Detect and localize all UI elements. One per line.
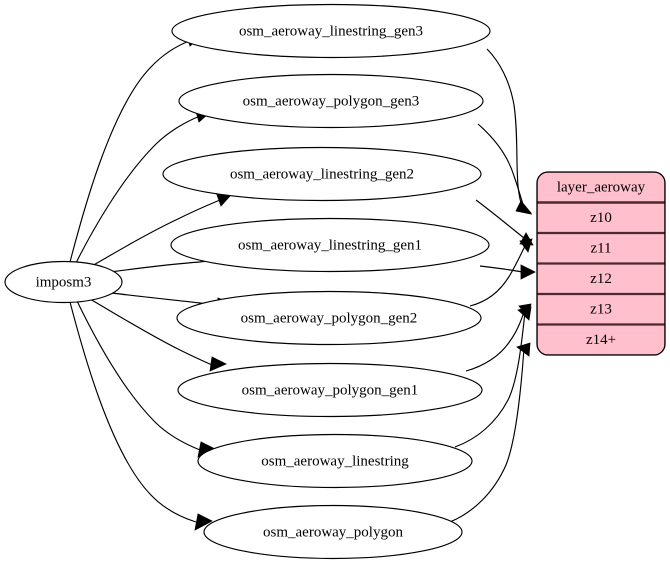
node-layer-aeroway[interactable]: layer_aeroway z10 z11 z12 z13 z14+ bbox=[536, 171, 666, 356]
edge-imposm3-to-polygon bbox=[69, 301, 213, 531]
node-osm-aeroway-polygon-gen1[interactable]: osm_aeroway_polygon_gen1 bbox=[177, 362, 483, 418]
edge-imposm3-to-linestring-gen3 bbox=[69, 31, 201, 263]
layer-aeroway-row-z14-label: z14+ bbox=[586, 332, 616, 348]
layer-aeroway-header-label: layer_aeroway bbox=[557, 179, 646, 195]
node-osm-aeroway-linestring-gen3[interactable]: osm_aeroway_linestring_gen3 bbox=[171, 3, 491, 59]
node-imposm3[interactable]: imposm3 bbox=[4, 260, 123, 304]
edge-linestring-gen1-to-z12 bbox=[479, 264, 536, 280]
edge-imposm3-to-polygon-gen1 bbox=[89, 298, 227, 372]
layer-aeroway-row-z13-label: z13 bbox=[590, 301, 612, 317]
node-osm-aeroway-polygon-gen1-label: osm_aeroway_polygon_gen1 bbox=[242, 382, 419, 398]
layer-aeroway-row-z10-label: z10 bbox=[590, 210, 612, 226]
edge-polygon-to-z14 bbox=[449, 342, 531, 523]
layer-aeroway-row-z11-label: z11 bbox=[590, 240, 611, 256]
layer-aeroway-outline bbox=[536, 171, 666, 356]
layer-aeroway-row-z12-label: z12 bbox=[590, 271, 612, 287]
layer-aeroway-header-cell bbox=[537, 172, 665, 204]
edge-group-tables-to-layer bbox=[449, 48, 536, 523]
node-osm-aeroway-polygon-gen2-label: osm_aeroway_polygon_gen2 bbox=[241, 310, 418, 326]
node-osm-aeroway-linestring[interactable]: osm_aeroway_linestring bbox=[197, 433, 473, 489]
node-osm-aeroway-polygon-label: osm_aeroway_polygon bbox=[263, 524, 403, 540]
node-osm-aeroway-linestring-label: osm_aeroway_linestring bbox=[261, 453, 409, 469]
node-osm-aeroway-linestring-gen1[interactable]: osm_aeroway_linestring_gen1 bbox=[170, 217, 490, 273]
edge-linestring-to-z13 bbox=[454, 306, 532, 448]
node-osm-aeroway-linestring-gen3-label: osm_aeroway_linestring_gen3 bbox=[239, 23, 423, 39]
node-osm-aeroway-linestring-gen2-label: osm_aeroway_linestring_gen2 bbox=[230, 166, 414, 182]
node-osm-aeroway-linestring-gen1-label: osm_aeroway_linestring_gen1 bbox=[238, 237, 422, 253]
edge-polygon-gen2-to-z11 bbox=[469, 238, 533, 307]
edge-linestring-gen3-to-z10 bbox=[486, 48, 533, 215]
node-osm-aeroway-polygon-gen3-label: osm_aeroway_polygon_gen3 bbox=[243, 93, 420, 109]
edge-polygon-gen3-to-z10 bbox=[477, 123, 533, 214]
node-osm-aeroway-polygon-gen2[interactable]: osm_aeroway_polygon_gen2 bbox=[176, 290, 482, 346]
node-osm-aeroway-linestring-gen2[interactable]: osm_aeroway_linestring_gen2 bbox=[162, 146, 482, 202]
node-osm-aeroway-polygon[interactable]: osm_aeroway_polygon bbox=[203, 504, 463, 560]
node-osm-aeroway-polygon-gen3[interactable]: osm_aeroway_polygon_gen3 bbox=[178, 73, 484, 129]
node-imposm3-label: imposm3 bbox=[36, 274, 92, 290]
